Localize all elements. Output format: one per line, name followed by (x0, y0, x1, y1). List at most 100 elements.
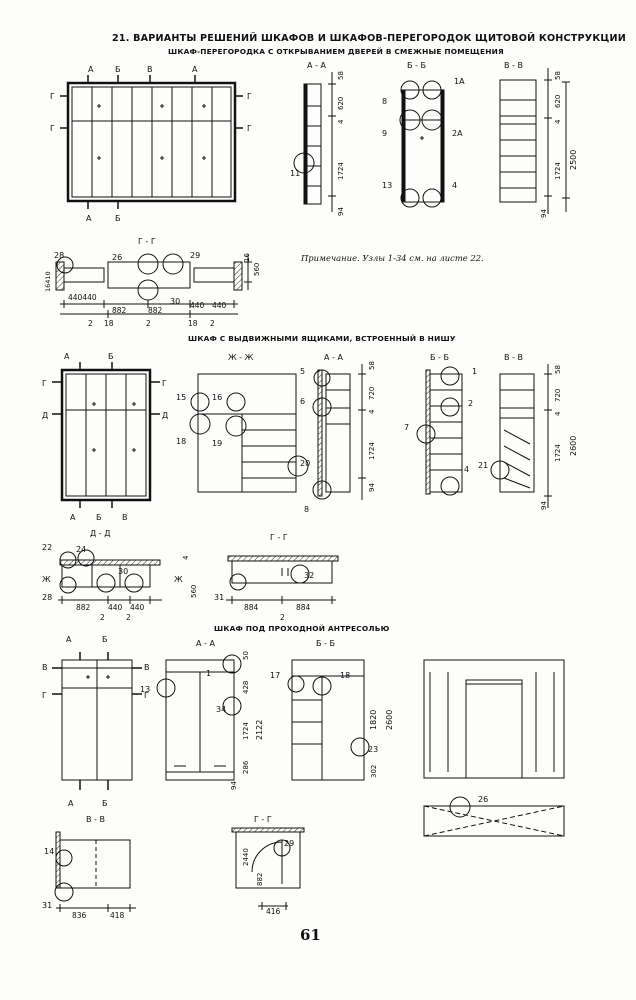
dim-58-v2: 58 (554, 365, 562, 374)
dim-1724-v2: 1724 (554, 444, 562, 462)
dim-4-a: 4 (337, 119, 345, 124)
node-31: 30 (170, 297, 180, 306)
dim-428-a3: 428 (242, 681, 250, 694)
node-22: 21 (478, 461, 488, 470)
dim-94-a: 94 (337, 207, 345, 216)
label-section-aa-2: А - А (324, 353, 343, 362)
node-31-s2: 30 (118, 567, 128, 576)
section-vv-1 (499, 68, 570, 214)
dim-440-dd: 440 (108, 603, 123, 612)
dim-416-g3: 416 (266, 907, 281, 916)
dim-94-v2: 94 (540, 501, 548, 510)
node-15: 15 (176, 393, 186, 402)
dim-440-g: 440 (190, 301, 205, 310)
mark-a-top: А (88, 65, 94, 74)
mark-b-top: Б (115, 65, 121, 74)
node-12: 13 (382, 181, 392, 190)
dim-2600-v2: 2600 (569, 436, 578, 456)
dim-620-a: 620 (337, 97, 345, 110)
node-26: 26 (112, 253, 122, 262)
mark-g-left: Г (50, 92, 55, 101)
label-plan-gg-3: Г - Г (254, 815, 272, 824)
dim-1724-a: 1724 (337, 162, 345, 180)
dim-16-g: 16 (243, 253, 251, 262)
node-10: 9 (382, 129, 387, 138)
sheet-title: 21. ВАРИАНТЫ РЕШЕНИЙ ШКАФОВ И ШКАФОВ-ПЕР… (112, 33, 626, 44)
mark-a-s3b: А (68, 799, 74, 808)
dim-18-g: 18 (104, 319, 114, 328)
dim-1724-a3: 1724 (242, 722, 250, 740)
label-section-bb-3: Б - Б (316, 639, 335, 648)
mark-g-s2r: Г (162, 379, 167, 388)
label-plan-vv-3: В - В (86, 815, 105, 824)
node-2-s2: 2 (468, 399, 473, 408)
section-title-mezzanine-cabinet: ШКАФ ПОД ПРОХОДНОЙ АНТРЕСОЛЬЮ (214, 624, 390, 633)
mark-g-s3: Г (42, 691, 47, 700)
dim-94-a3: 94 (230, 781, 238, 790)
dim-94-v: 94 (540, 209, 548, 218)
section-title-niche-cabinet: ШКАФ С ВЫДВИЖНЫМИ ЯЩИКАМИ, ВСТРОЕННЫЙ В … (188, 334, 456, 343)
dim-2440-g3: 2440 (242, 848, 250, 866)
node-6: 6 (300, 397, 305, 406)
dim-16560-dd: 560 (190, 585, 198, 598)
node-11: 11 (290, 169, 300, 178)
dim-302-b3: 302 (370, 765, 378, 778)
label-section-vv-2: В - В (504, 353, 523, 362)
elevation-front-3 (52, 652, 142, 790)
node-30: 29 (284, 839, 294, 848)
mark-zh-left: Ж (42, 575, 51, 584)
elevation-front-2 (52, 362, 160, 508)
dim-4-v: 4 (554, 119, 562, 124)
plan-dd-2 (58, 549, 162, 604)
dim-1724-a2: 1724 (368, 442, 376, 460)
plan-gg-1 (55, 253, 252, 318)
node-25: 24 (76, 545, 86, 554)
dim-2-g2: 2 (146, 319, 151, 328)
section-bb-2 (416, 366, 463, 496)
mark-g-s3r: Г (144, 691, 149, 700)
mark-b-s3: Б (102, 635, 108, 644)
node-17: 17 (270, 671, 280, 680)
dim-4-a2: 4 (368, 409, 376, 414)
dim-882-dd: 882 (76, 603, 91, 612)
dim-16410-g: 16410 (44, 271, 52, 292)
node-18: 18 (340, 671, 350, 680)
dim-418-v3: 418 (110, 911, 125, 920)
dim-286-a3: 286 (242, 760, 250, 774)
perspective-view-3 (423, 659, 565, 779)
label-section-bb-2: Б - Б (430, 353, 449, 362)
mark-g-right-2: Г (247, 124, 252, 133)
dim-620-v: 620 (554, 95, 562, 108)
dim-4-v2: 4 (554, 411, 562, 416)
plan-gg-3 (231, 827, 305, 910)
elevation-front-1 (60, 75, 243, 209)
label-section-bb-1: Б - Б (407, 61, 426, 70)
label-section-aa-1: А - А (307, 61, 326, 70)
dim-2500-v: 2500 (569, 150, 578, 170)
dim-50-a3: 50 (242, 651, 250, 660)
mark-a-bottom: А (86, 214, 92, 223)
node-9: 8 (382, 97, 387, 106)
node-32-s3: 31 (42, 901, 52, 910)
dim-882-g3: 882 (256, 873, 264, 886)
note-text: Примечание. Узлы 1-34 см. на листе 22. (301, 253, 484, 263)
dim-836-v3: 836 (72, 911, 87, 920)
node-28: 28 (54, 251, 64, 260)
mark-b-s3b: Б (102, 799, 108, 808)
dim-2-dd: 2 (100, 613, 105, 622)
section-vv-2 (490, 364, 552, 508)
plan-gg-2 (226, 555, 339, 604)
dim-58-a2: 58 (368, 361, 376, 370)
mark-g-s2: Г (42, 379, 47, 388)
section-bb-3 (287, 659, 370, 781)
node-23: 22 (42, 543, 52, 552)
label-plan-gg-1: Г - Г (138, 237, 156, 246)
section-aa-2 (312, 364, 366, 500)
mark-g-left-2: Г (50, 124, 55, 133)
node-1-s3: 1 (206, 669, 211, 678)
label-plan-dd: Д - Д (90, 529, 110, 538)
node-34: 34 (216, 705, 226, 714)
plan-vv-3 (54, 831, 136, 912)
label-section-zhzh: Ж - Ж (228, 353, 254, 362)
